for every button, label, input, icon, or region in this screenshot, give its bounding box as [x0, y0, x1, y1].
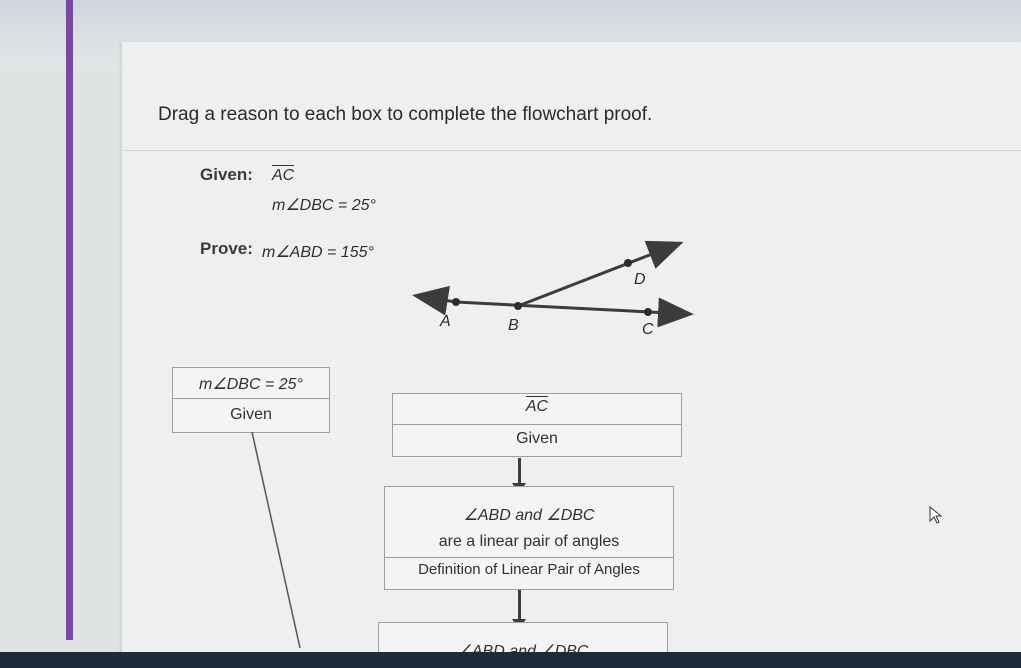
given-label: Given: — [200, 165, 253, 184]
label-a: A — [439, 313, 451, 330]
box-divider — [393, 424, 681, 425]
point-b — [514, 302, 522, 310]
box-statement: m∠DBC = 25° — [199, 376, 303, 393]
label-d: D — [634, 271, 646, 288]
point-c — [644, 308, 652, 316]
instruction-text: Drag a reason to each box to complete th… — [158, 104, 653, 125]
given-line-ac: AC — [272, 165, 295, 185]
connector-line — [251, 432, 301, 649]
ac-line-notation: AC — [272, 165, 295, 184]
ray-bc — [455, 297, 694, 328]
mouse-cursor-icon — [929, 505, 943, 524]
point-d — [624, 259, 632, 267]
ray-bd — [517, 240, 684, 308]
ac-line-notation: AC — [525, 396, 549, 415]
flow-arrow — [512, 590, 526, 630]
separator — [124, 150, 1021, 151]
box-reason[interactable]: Given — [230, 406, 272, 423]
flow-box-given-angle[interactable]: m∠DBC = 25° Given — [172, 367, 330, 433]
box-reason[interactable]: Given — [516, 430, 558, 447]
box-divider — [385, 557, 673, 558]
prove-label: Prove: — [200, 239, 253, 258]
box-divider — [173, 398, 329, 399]
flow-box-linear-pair[interactable]: ∠ABD and ∠DBC are a linear pair of angle… — [384, 486, 674, 590]
given-angle: m∠DBC = 25° — [272, 197, 376, 214]
prove-statement: m∠ABD = 155° — [262, 244, 374, 261]
left-accent-bar — [66, 0, 73, 640]
label-c: C — [642, 321, 654, 338]
box-statement: AC — [393, 396, 681, 416]
os-taskbar — [0, 652, 1021, 668]
flow-arrow — [512, 458, 526, 494]
ray-ba — [412, 285, 457, 316]
box-statement-line2: are a linear pair of angles — [438, 533, 620, 550]
geometry-diagram: A B C D — [412, 240, 694, 338]
point-a — [452, 298, 460, 306]
box-statement-line1: ∠ABD and ∠DBC — [463, 507, 595, 524]
label-b: B — [508, 317, 519, 334]
flow-box-given-line[interactable]: AC Given — [392, 393, 682, 457]
box-reason[interactable]: Definition of Linear Pair of Angles — [418, 561, 640, 578]
